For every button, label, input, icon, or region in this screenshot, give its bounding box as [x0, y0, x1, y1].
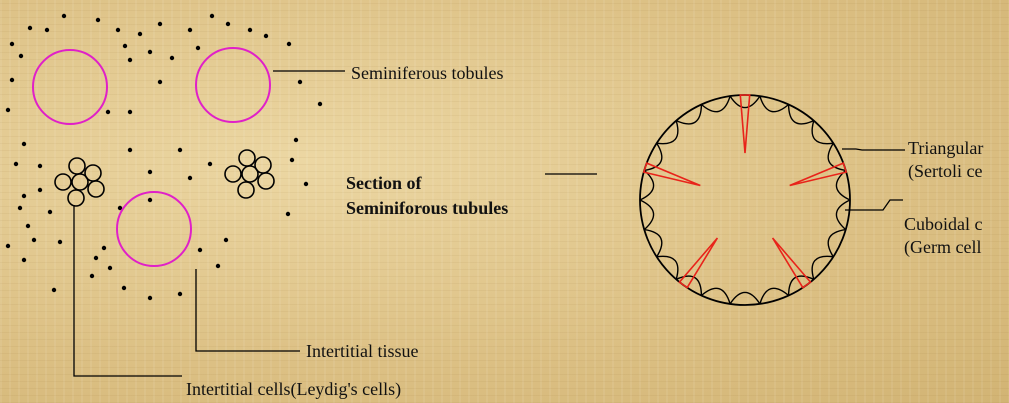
label-section-of: Section of: [346, 172, 422, 194]
label-triangular: Triangular: [908, 137, 983, 159]
label-section-tubules: Seminiforous tubules: [346, 197, 508, 219]
leydig-cell-cluster: [225, 150, 274, 198]
leader-lines: [74, 71, 597, 376]
interstitial-dots: [6, 14, 322, 300]
germ-cell-layer: [640, 96, 850, 304]
leydig-cell-cluster: [55, 158, 104, 206]
label-cuboidal: Cuboidal c: [904, 213, 983, 235]
label-interstitial-cells: Intertitial cells(Leydig's cells): [186, 378, 401, 400]
label-seminiferous-tubules: Seminiferous tobules: [351, 62, 503, 84]
tubule-circle: [196, 48, 270, 122]
leader-lines-right: [842, 149, 905, 210]
label-sertoli: (Sertoli ce: [908, 160, 982, 182]
label-interstitial-tissue: Intertitial tissue: [306, 340, 418, 362]
label-germ-cells: (Germ cell: [904, 236, 981, 258]
tubule-section-outline: [640, 95, 850, 305]
tubule-circle: [117, 192, 191, 266]
tubule-circle: [33, 50, 107, 124]
